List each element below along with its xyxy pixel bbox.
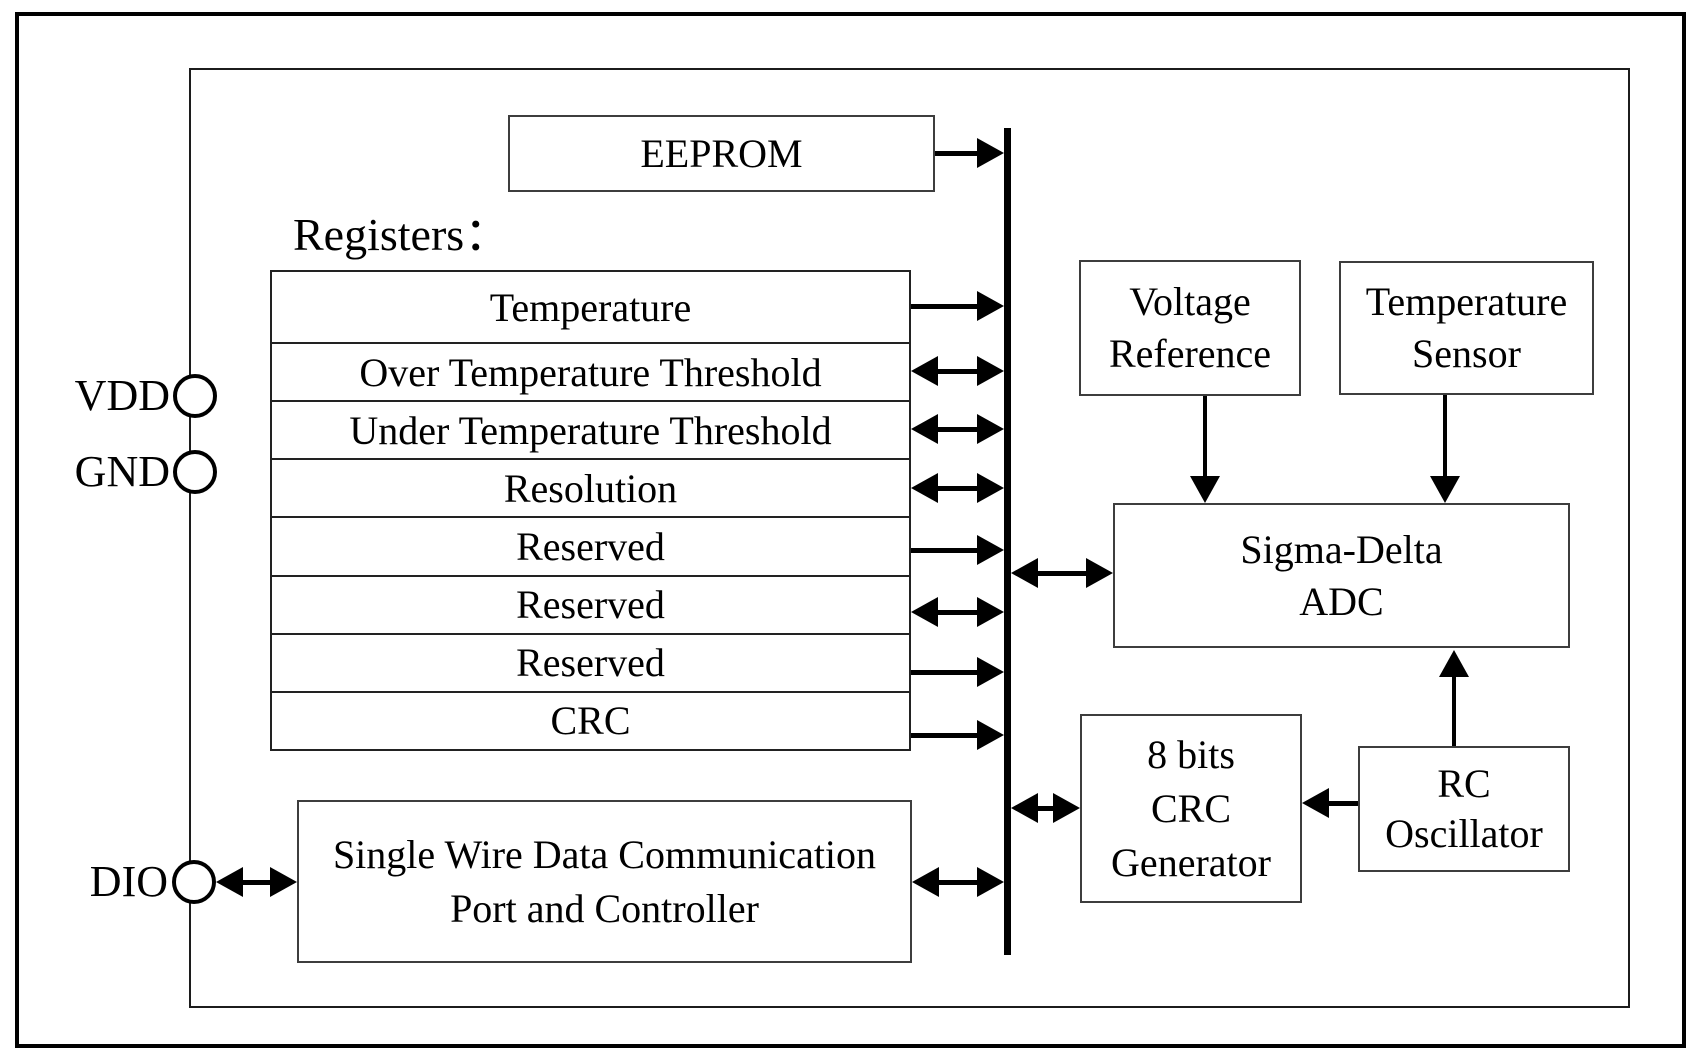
pin-gnd xyxy=(173,450,217,494)
pin-label-gnd: GND xyxy=(74,447,170,496)
arrowhead-icon xyxy=(977,535,1004,565)
arrowhead-icon xyxy=(1053,793,1080,823)
temperature-sensor-block: Temperature Sensor xyxy=(1339,261,1594,395)
data-bus xyxy=(1004,128,1011,955)
arrow-eeprom-to-bus xyxy=(935,138,1004,168)
arrow-resolution-bus-bidir xyxy=(911,473,1004,503)
single-wire-port-line1: Single Wire Data Communication xyxy=(332,831,877,877)
register-row-reserved-2: Reserved xyxy=(272,574,909,633)
arrowhead-icon xyxy=(977,657,1004,687)
arrow-reserved1-to-bus xyxy=(911,535,1004,565)
arrow-bus-crc-generator-bidir xyxy=(1011,793,1080,823)
arrow-over-threshold-bus-bidir xyxy=(911,356,1004,386)
eeprom-label: EEPROM xyxy=(640,130,803,176)
arrow-under-threshold-bus-bidir xyxy=(911,414,1004,444)
arrowhead-icon xyxy=(977,291,1004,321)
arrowhead-icon xyxy=(911,414,938,444)
register-row-temperature: Temperature xyxy=(489,284,692,330)
arrowhead-icon xyxy=(1011,793,1038,823)
arrow-bus-adc-bidir xyxy=(1011,558,1113,588)
register-row-reserved-3: Reserved xyxy=(272,632,909,691)
arrowhead-icon xyxy=(1302,788,1329,818)
arrowhead-icon xyxy=(977,138,1004,168)
arrowhead-icon xyxy=(977,867,1004,897)
arrow-rc-to-crc-generator xyxy=(1302,788,1358,818)
register-row-crc: CRC xyxy=(272,690,909,749)
eeprom-block: EEPROM xyxy=(508,115,935,192)
pin-label-dio: DIO xyxy=(89,857,168,906)
arrowhead-icon xyxy=(911,597,938,627)
arrowhead-icon xyxy=(977,414,1004,444)
arrow-rc-to-adc xyxy=(1439,650,1469,746)
chip-boundary xyxy=(189,68,1630,1008)
outer-border xyxy=(15,12,1686,1048)
arrowhead-icon xyxy=(912,867,939,897)
arrow-voltage-reference-to-adc xyxy=(1190,396,1220,503)
crc-generator-line1: 8 bits xyxy=(1147,731,1235,777)
arrow-dio-port-bidir xyxy=(216,867,297,897)
register-row-over-threshold: Over Temperature Threshold xyxy=(272,342,909,400)
rc-oscillator-line1: RC xyxy=(1437,761,1491,806)
rc-oscillator-line2: Oscillator xyxy=(1385,811,1543,856)
register-row-resolution: Resolution xyxy=(272,458,909,516)
arrow-reserved3-to-bus xyxy=(911,657,1004,687)
arrowhead-icon xyxy=(1439,650,1469,677)
crc-generator-line2: CRC xyxy=(1150,785,1232,831)
temperature-sensor-line1: Temperature xyxy=(1365,279,1568,324)
voltage-reference-line2: Reference xyxy=(1108,331,1272,376)
arrowhead-icon xyxy=(977,720,1004,750)
register-row-reserved-1: Reserved xyxy=(272,516,909,574)
single-wire-port-line2: Port and Controller xyxy=(450,885,759,931)
registers-heading: Registers： xyxy=(293,209,511,260)
voltage-reference-line1: Voltage xyxy=(1129,279,1251,324)
arrowhead-icon xyxy=(1086,558,1113,588)
sigma-delta-adc-block: Sigma-Delta ADC xyxy=(1113,503,1570,648)
arrowhead-icon xyxy=(977,356,1004,386)
register-table: Temperature Over Temperature Threshold U… xyxy=(270,270,911,751)
arrowhead-icon xyxy=(1011,558,1038,588)
crc-generator-block: 8 bits CRC Generator xyxy=(1080,714,1302,903)
arrowhead-icon xyxy=(977,597,1004,627)
arrowhead-icon xyxy=(911,356,938,386)
temperature-sensor-line2: Sensor xyxy=(1412,331,1521,376)
arrow-crc-to-bus xyxy=(911,720,1004,750)
arrowhead-icon xyxy=(911,473,938,503)
arrowhead-icon xyxy=(1430,476,1460,503)
arrow-temperature-to-bus xyxy=(911,291,1004,321)
voltage-reference-block: Voltage Reference xyxy=(1079,260,1301,396)
arrow-port-bus-bidir xyxy=(912,867,1004,897)
pin-vdd xyxy=(173,374,217,418)
arrow-reserved2-bus-bidir xyxy=(911,597,1004,627)
pin-label-vdd: VDD xyxy=(74,371,170,420)
arrowhead-icon xyxy=(270,867,297,897)
sigma-delta-adc-line1: Sigma-Delta xyxy=(1240,526,1443,572)
arrow-temperature-sensor-to-adc xyxy=(1430,395,1460,503)
sigma-delta-adc-line2: ADC xyxy=(1299,578,1384,624)
rc-oscillator-block: RC Oscillator xyxy=(1358,746,1570,872)
register-row-under-threshold: Under Temperature Threshold xyxy=(272,400,909,458)
arrowhead-icon xyxy=(1190,476,1220,503)
single-wire-port-block: Single Wire Data Communication Port and … xyxy=(297,800,912,963)
arrowhead-icon xyxy=(977,473,1004,503)
crc-generator-line3: Generator xyxy=(1111,839,1271,885)
arrowhead-icon xyxy=(216,867,243,897)
pin-dio xyxy=(172,860,216,904)
